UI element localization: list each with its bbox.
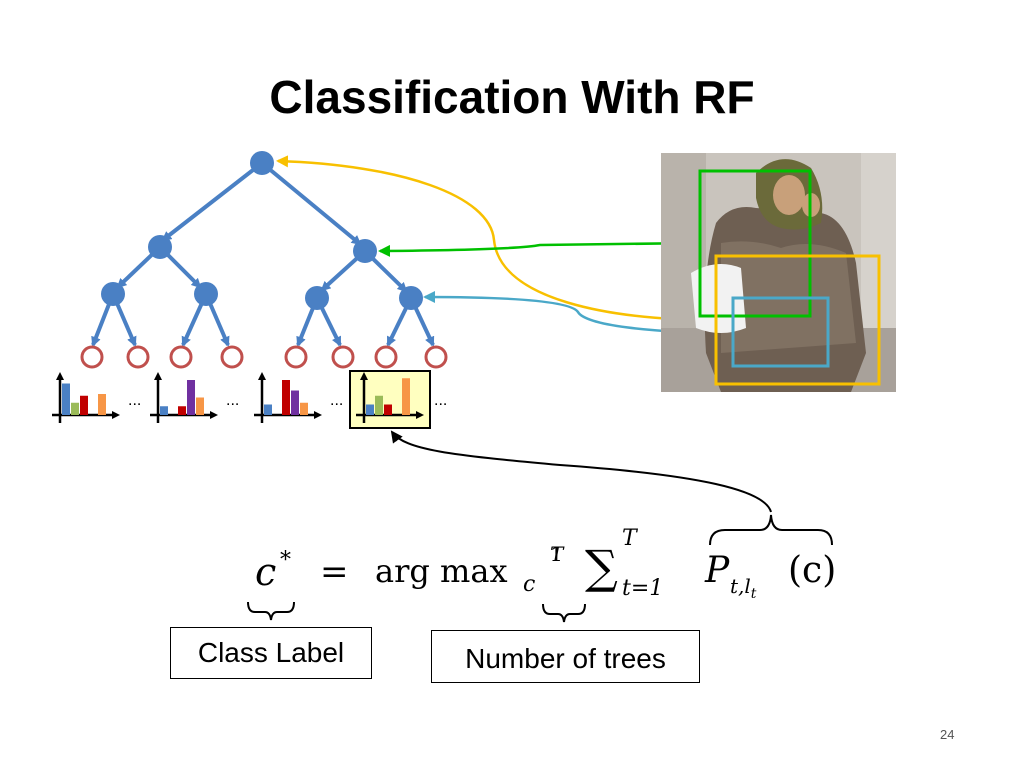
green-bounding-box bbox=[698, 169, 812, 318]
formula-P-sub: t,lt bbox=[730, 574, 757, 602]
formula-sum-sup: T bbox=[622, 526, 637, 551]
histogram-bar bbox=[160, 406, 168, 415]
probability-brace bbox=[709, 514, 833, 546]
histogram: ... bbox=[356, 372, 447, 423]
tree-node bbox=[194, 282, 218, 306]
histogram: ... bbox=[52, 372, 141, 423]
person-photo bbox=[661, 153, 896, 392]
tree-nodes bbox=[101, 151, 423, 310]
formula-sum-sub: t=1 bbox=[622, 576, 664, 601]
number-of-trees-box: Number of trees bbox=[431, 630, 700, 683]
cyan-bounding-box bbox=[731, 296, 830, 368]
tree-node bbox=[399, 286, 423, 310]
leaf-node bbox=[284, 345, 308, 369]
histogram-bar bbox=[291, 390, 299, 415]
leaf-nodes bbox=[80, 345, 448, 369]
histogram-bar bbox=[264, 404, 272, 415]
histogram-bar bbox=[282, 380, 290, 415]
leaf-probability-arrow bbox=[390, 430, 772, 513]
trees-brace bbox=[542, 603, 586, 623]
fraction-denominator: T bbox=[550, 542, 564, 566]
histogram: ... bbox=[254, 372, 343, 423]
histogram-ellipsis: ... bbox=[434, 392, 447, 409]
formula-c: c bbox=[255, 550, 277, 594]
class-label-brace bbox=[247, 601, 295, 621]
leaf-node bbox=[126, 345, 150, 369]
histogram-bar bbox=[178, 406, 186, 415]
page-number: 24 bbox=[940, 727, 955, 742]
classification-formula: c * = arg max c 1 T ∑ T t=1 P t,lt (c) bbox=[250, 526, 850, 610]
tree-edges bbox=[91, 161, 435, 347]
histogram-bar bbox=[384, 404, 392, 415]
histogram-ellipsis: ... bbox=[128, 392, 141, 409]
tree-node bbox=[101, 282, 125, 306]
highlighted-leaf-box bbox=[349, 370, 431, 429]
leaf-node bbox=[169, 345, 193, 369]
yellow-bounding-box bbox=[714, 254, 881, 386]
formula-P-arg: (c) bbox=[788, 550, 837, 591]
histogram-bar bbox=[196, 397, 204, 415]
edge bbox=[260, 161, 362, 246]
formula-sum: ∑ bbox=[585, 540, 618, 594]
leaf-node bbox=[220, 345, 244, 369]
histogram-bar bbox=[80, 395, 88, 415]
leaf-node bbox=[331, 345, 355, 369]
yellow-box-arrow bbox=[276, 155, 717, 322]
histogram-ellipsis: ... bbox=[226, 392, 239, 409]
formula-c-sup: * bbox=[280, 548, 291, 573]
histogram-bar bbox=[300, 402, 308, 415]
formula-argmax-sub: c bbox=[523, 572, 536, 597]
leaf-histograms: ............ bbox=[52, 372, 447, 423]
histogram-bar bbox=[62, 383, 70, 415]
formula-argmax: arg max bbox=[375, 552, 508, 590]
histogram-bar bbox=[71, 402, 79, 415]
histogram-ellipsis: ... bbox=[330, 392, 343, 409]
green-box-arrow bbox=[378, 241, 701, 257]
root-node bbox=[250, 151, 274, 175]
histogram-bar bbox=[187, 380, 195, 415]
leaf-node bbox=[424, 345, 448, 369]
histogram-bar bbox=[98, 394, 106, 415]
tree-node bbox=[148, 235, 172, 259]
tree-node bbox=[353, 239, 377, 263]
tree-node bbox=[305, 286, 329, 310]
class-label-box: Class Label bbox=[170, 627, 372, 679]
edge bbox=[161, 161, 264, 242]
slide-title: Classification With RF bbox=[269, 71, 755, 123]
leaf-node bbox=[80, 345, 104, 369]
formula-equals: = bbox=[320, 552, 349, 592]
histogram-bar bbox=[375, 395, 383, 415]
formula-P: P bbox=[705, 550, 730, 591]
histogram-bar bbox=[402, 378, 410, 415]
leaf-node bbox=[374, 345, 398, 369]
fraction-numerator: 1 bbox=[550, 542, 563, 566]
histogram: ... bbox=[150, 372, 239, 423]
histogram-bar bbox=[366, 404, 374, 415]
